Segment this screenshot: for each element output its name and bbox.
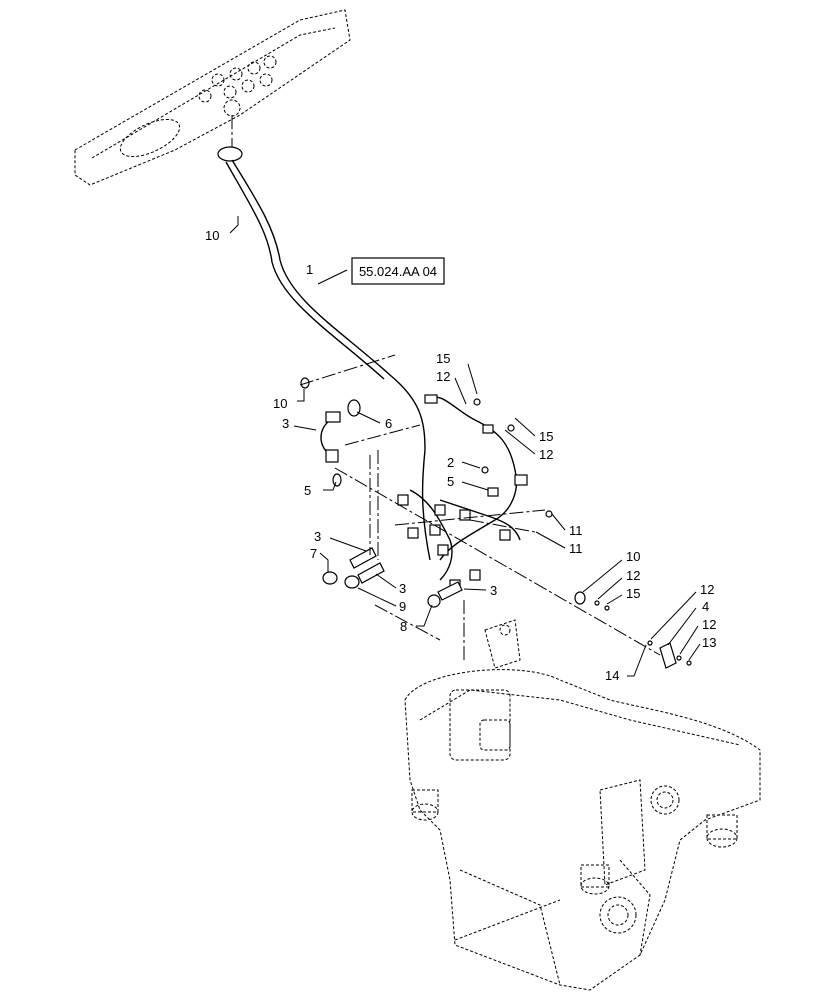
callout-1: 1 — [306, 262, 313, 277]
callout-2: 2 — [447, 455, 454, 470]
callout-12: 12 — [700, 582, 714, 597]
callout-12: 12 — [436, 369, 450, 384]
assembly-centerlines — [299, 354, 661, 660]
callout-3: 3 — [490, 583, 497, 598]
callout-10: 10 — [626, 549, 640, 564]
callout-7: 7 — [310, 546, 317, 561]
main-harness-assembly — [397, 394, 553, 591]
callout-15: 15 — [539, 429, 553, 444]
reference-box[interactable]: 55.024.AA 04 — [351, 257, 445, 285]
callout-5: 5 — [304, 483, 311, 498]
callout-labels: 1 10 10 3 6 5 15 12 15 12 2 5 11 11 3 7 … — [205, 228, 716, 683]
callout-9: 9 — [399, 599, 406, 614]
sensor-harness-3-upper — [300, 377, 361, 487]
callout-12: 12 — [626, 568, 640, 583]
parts-right-side — [574, 591, 692, 669]
callout-12: 12 — [539, 447, 553, 462]
callout-13: 13 — [702, 635, 716, 650]
leader-lines — [229, 216, 701, 677]
callout-6: 6 — [385, 416, 392, 431]
callout-5: 5 — [447, 474, 454, 489]
callout-14: 14 — [605, 668, 619, 683]
dashboard-panel — [74, 9, 351, 186]
transmission-housing — [404, 619, 761, 991]
callout-8: 8 — [400, 619, 407, 634]
reference-box-text: 55.024.AA 04 — [359, 264, 437, 279]
callout-11: 11 — [569, 541, 583, 556]
harness-item-1 — [217, 146, 431, 561]
callout-10: 10 — [273, 396, 287, 411]
callout-15: 15 — [626, 586, 640, 601]
callout-4: 4 — [702, 599, 709, 614]
callout-12: 12 — [702, 617, 716, 632]
callout-3: 3 — [314, 529, 321, 544]
callout-15: 15 — [436, 351, 450, 366]
callout-3: 3 — [282, 416, 289, 431]
sensors-lower-left — [322, 547, 463, 608]
callout-11: 11 — [569, 523, 583, 538]
callout-3: 3 — [399, 581, 406, 596]
callout-10: 10 — [205, 228, 219, 243]
